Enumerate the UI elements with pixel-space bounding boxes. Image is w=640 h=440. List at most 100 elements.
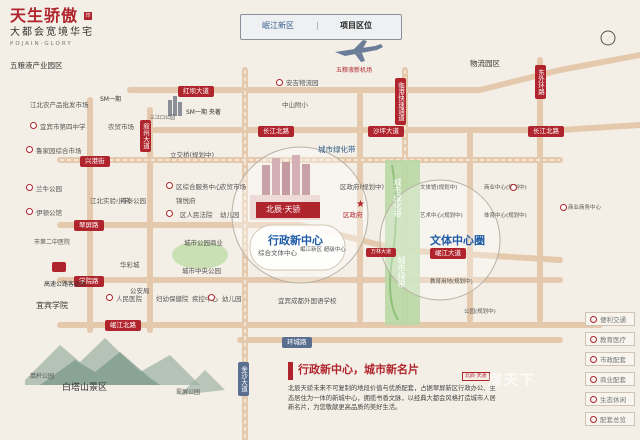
green-belt-vertical-label-2: 城市绿带 — [397, 256, 406, 288]
airplane-icon — [335, 40, 383, 62]
poi-lanniu[interactable]: 兰牛公园 — [36, 185, 62, 193]
poi-district-gov[interactable]: 区政府 — [343, 211, 363, 219]
watermark: 房天下 — [488, 373, 536, 389]
poi-marker — [166, 210, 173, 217]
road-tag-yangzi: 叙州大道 — [140, 120, 151, 152]
legend-education[interactable]: 教育医疗 — [585, 332, 635, 346]
brand-seal: 印 — [84, 12, 92, 20]
road-tag-changjiang-east: 长江北路 — [528, 126, 564, 137]
poi-marker — [560, 204, 567, 211]
poi-bangtai[interactable]: 邦泰公园 — [120, 197, 146, 205]
poi-jinyue[interactable]: 锦悦府 — [176, 197, 196, 205]
tab-location[interactable]: 项目区位 — [340, 21, 372, 30]
road-hongba — [127, 52, 640, 93]
brand-name: 天生骄傲 — [10, 6, 79, 25]
legend-commercial[interactable]: 商业配套 — [585, 372, 635, 386]
poi-marker — [510, 184, 517, 191]
brand-tagline: 大都会宽境华宅 — [10, 27, 94, 38]
tab-bar — [240, 14, 402, 40]
poi-sports-center[interactable]: 体育中心(规划中) — [484, 213, 527, 219]
poi-kindergarten-1[interactable]: 幼儿园 — [220, 211, 240, 219]
tab-divider: | — [316, 21, 319, 30]
poi-marker — [30, 122, 37, 129]
poi-lujiayuan[interactable]: 鲁家园综合市场 — [36, 147, 82, 155]
road-tag-jinsha: 金沙大道 — [238, 362, 249, 396]
poi-sanjiangkou[interactable]: 三江口公园 — [150, 115, 176, 121]
poi-overpass[interactable]: 立交桥(规划中) — [170, 151, 215, 159]
road-tag-xingguang: 兴港街 — [80, 156, 110, 167]
poi-marker — [26, 208, 33, 215]
district-culture-center: 文体中心圈 — [430, 234, 485, 247]
poi-central-park[interactable]: 城市中央公园 — [182, 267, 221, 275]
poi-park-business[interactable]: 城市公园商业 — [184, 239, 223, 247]
poi-anji[interactable]: 安吉物流园 — [286, 79, 319, 87]
poi-park-planned[interactable]: 公园(规划中) — [464, 309, 496, 315]
poi-stadium[interactable]: 文体馆(规划中) — [420, 185, 458, 191]
road-tag-minjiang-pass: 岷江大道 — [430, 248, 466, 259]
green-belt-label: 城市绿化带 — [318, 145, 356, 154]
brand-english: POJAIN·GLORY — [10, 41, 73, 47]
poi-court[interactable]: 区人民法院 — [180, 211, 213, 219]
poi-hospital[interactable]: 人民医院 — [116, 295, 142, 303]
caption-title: 行政新中心，城市新名片 — [298, 363, 419, 376]
tab-minjiang[interactable]: 岷江新区 — [262, 21, 294, 30]
poi-2nd-tcm[interactable]: 市第二中医院 — [34, 239, 71, 246]
airport-label: 五粮液新机场 — [336, 67, 373, 74]
road-tag-cuiping: 翠屏路 — [74, 220, 104, 231]
central-park — [172, 241, 228, 269]
poi-jiangbei-primary[interactable]: 江北实验小学 — [90, 197, 129, 205]
poi-kindergarten-2[interactable]: 幼儿园 — [222, 295, 242, 303]
district-baita: 白塔山景区 — [62, 383, 108, 393]
road-tag-minjiang-north: 岷江北路 — [105, 320, 141, 331]
caption-accent — [288, 362, 293, 380]
poi-education-land[interactable]: 教育用地(规划中) — [430, 279, 473, 285]
poi-farmers-market-2[interactable]: 农贸市场 — [220, 183, 246, 191]
poi-marker — [208, 294, 215, 301]
poi-coach-station[interactable]: 高速公路客运站 — [44, 281, 87, 288]
legend-municipal[interactable]: 市政配套 — [585, 352, 635, 366]
poi-culture-complex[interactable]: 综合文体中心 — [258, 249, 297, 257]
poi-sm-yangzhu[interactable]: SM一期 央著 — [186, 109, 221, 116]
mountain-icon — [25, 338, 225, 395]
poi-haogan-park[interactable]: 蒿杆公园 — [30, 373, 55, 380]
poi-sm-1[interactable]: SM一期 — [100, 96, 121, 103]
poi-super-center[interactable]: 岷江新区 超级中心 — [300, 247, 346, 253]
poi-marker — [26, 146, 33, 153]
poi-police[interactable]: 公安局 — [130, 287, 150, 295]
road-tag-wanlin: 万林大道 — [366, 248, 397, 257]
poi-commercial-planned[interactable]: 商业中心(规划中) — [484, 185, 527, 191]
caption-body: 北辰天骄未来不可复制的地段价值与优质配套，占据翠屏新区行政办公、生态居住为一体的… — [288, 385, 496, 411]
poi-4th-school[interactable]: 宜宾市第四中学 — [40, 123, 86, 131]
compass-icon — [600, 30, 616, 46]
road-tag-hongba: 红坝大道 — [178, 86, 214, 97]
poi-farmers-market-1[interactable]: 农贸市场 — [108, 123, 134, 131]
project-badge[interactable] — [256, 202, 320, 218]
caption-brand-tag: 北辰·天骄 — [462, 372, 490, 381]
road-tag-huancheng: 环城路 — [282, 337, 312, 348]
poi-cdc[interactable]: 疾控中心 — [192, 295, 218, 303]
legend-ecology[interactable]: 生态休闲 — [585, 392, 635, 406]
poi-maternity[interactable]: 妇幼保健院 — [156, 295, 189, 303]
poi-business-center[interactable]: 商业商务中心 — [568, 205, 602, 211]
road-cuiping — [57, 222, 563, 263]
poi-cuiping-park[interactable]: 翠屏公园 — [176, 389, 201, 396]
legend-overview[interactable]: 配套总览 — [585, 412, 635, 426]
project-star-icon: ★ — [356, 199, 365, 210]
legend-traffic[interactable]: 便利交通 — [585, 312, 635, 326]
district-yibin-college: 宜宾学院 — [36, 301, 68, 310]
poi-huacai[interactable]: 华彩城 — [120, 261, 140, 269]
poi-jiangbei-market[interactable]: 江北农产品批发市场 — [30, 101, 89, 109]
green-belt-vertical-label: 城市绿化带 — [393, 178, 402, 218]
road-tag-tongjiang: 沙坪大道 — [368, 126, 404, 137]
poi-foreign-school[interactable]: 宜宾成都外国语学校 — [278, 297, 337, 305]
road-tag-dongwai: 东外环路 — [535, 65, 546, 99]
poi-zhongshan[interactable]: 中山附小 — [282, 101, 308, 109]
project-name: 北辰·天骄 — [266, 205, 301, 214]
district-logistics: 物流园区 — [470, 59, 500, 68]
poi-art-center[interactable]: 艺术中心(规划中) — [420, 213, 463, 219]
poi-service-center[interactable]: 区综合服务中心 — [176, 183, 222, 191]
poi-district-gov-planned[interactable]: 区政府(规划中) — [340, 183, 385, 191]
poi-marker — [276, 79, 283, 86]
poi-eton[interactable]: 伊顿公馆 — [36, 209, 62, 217]
